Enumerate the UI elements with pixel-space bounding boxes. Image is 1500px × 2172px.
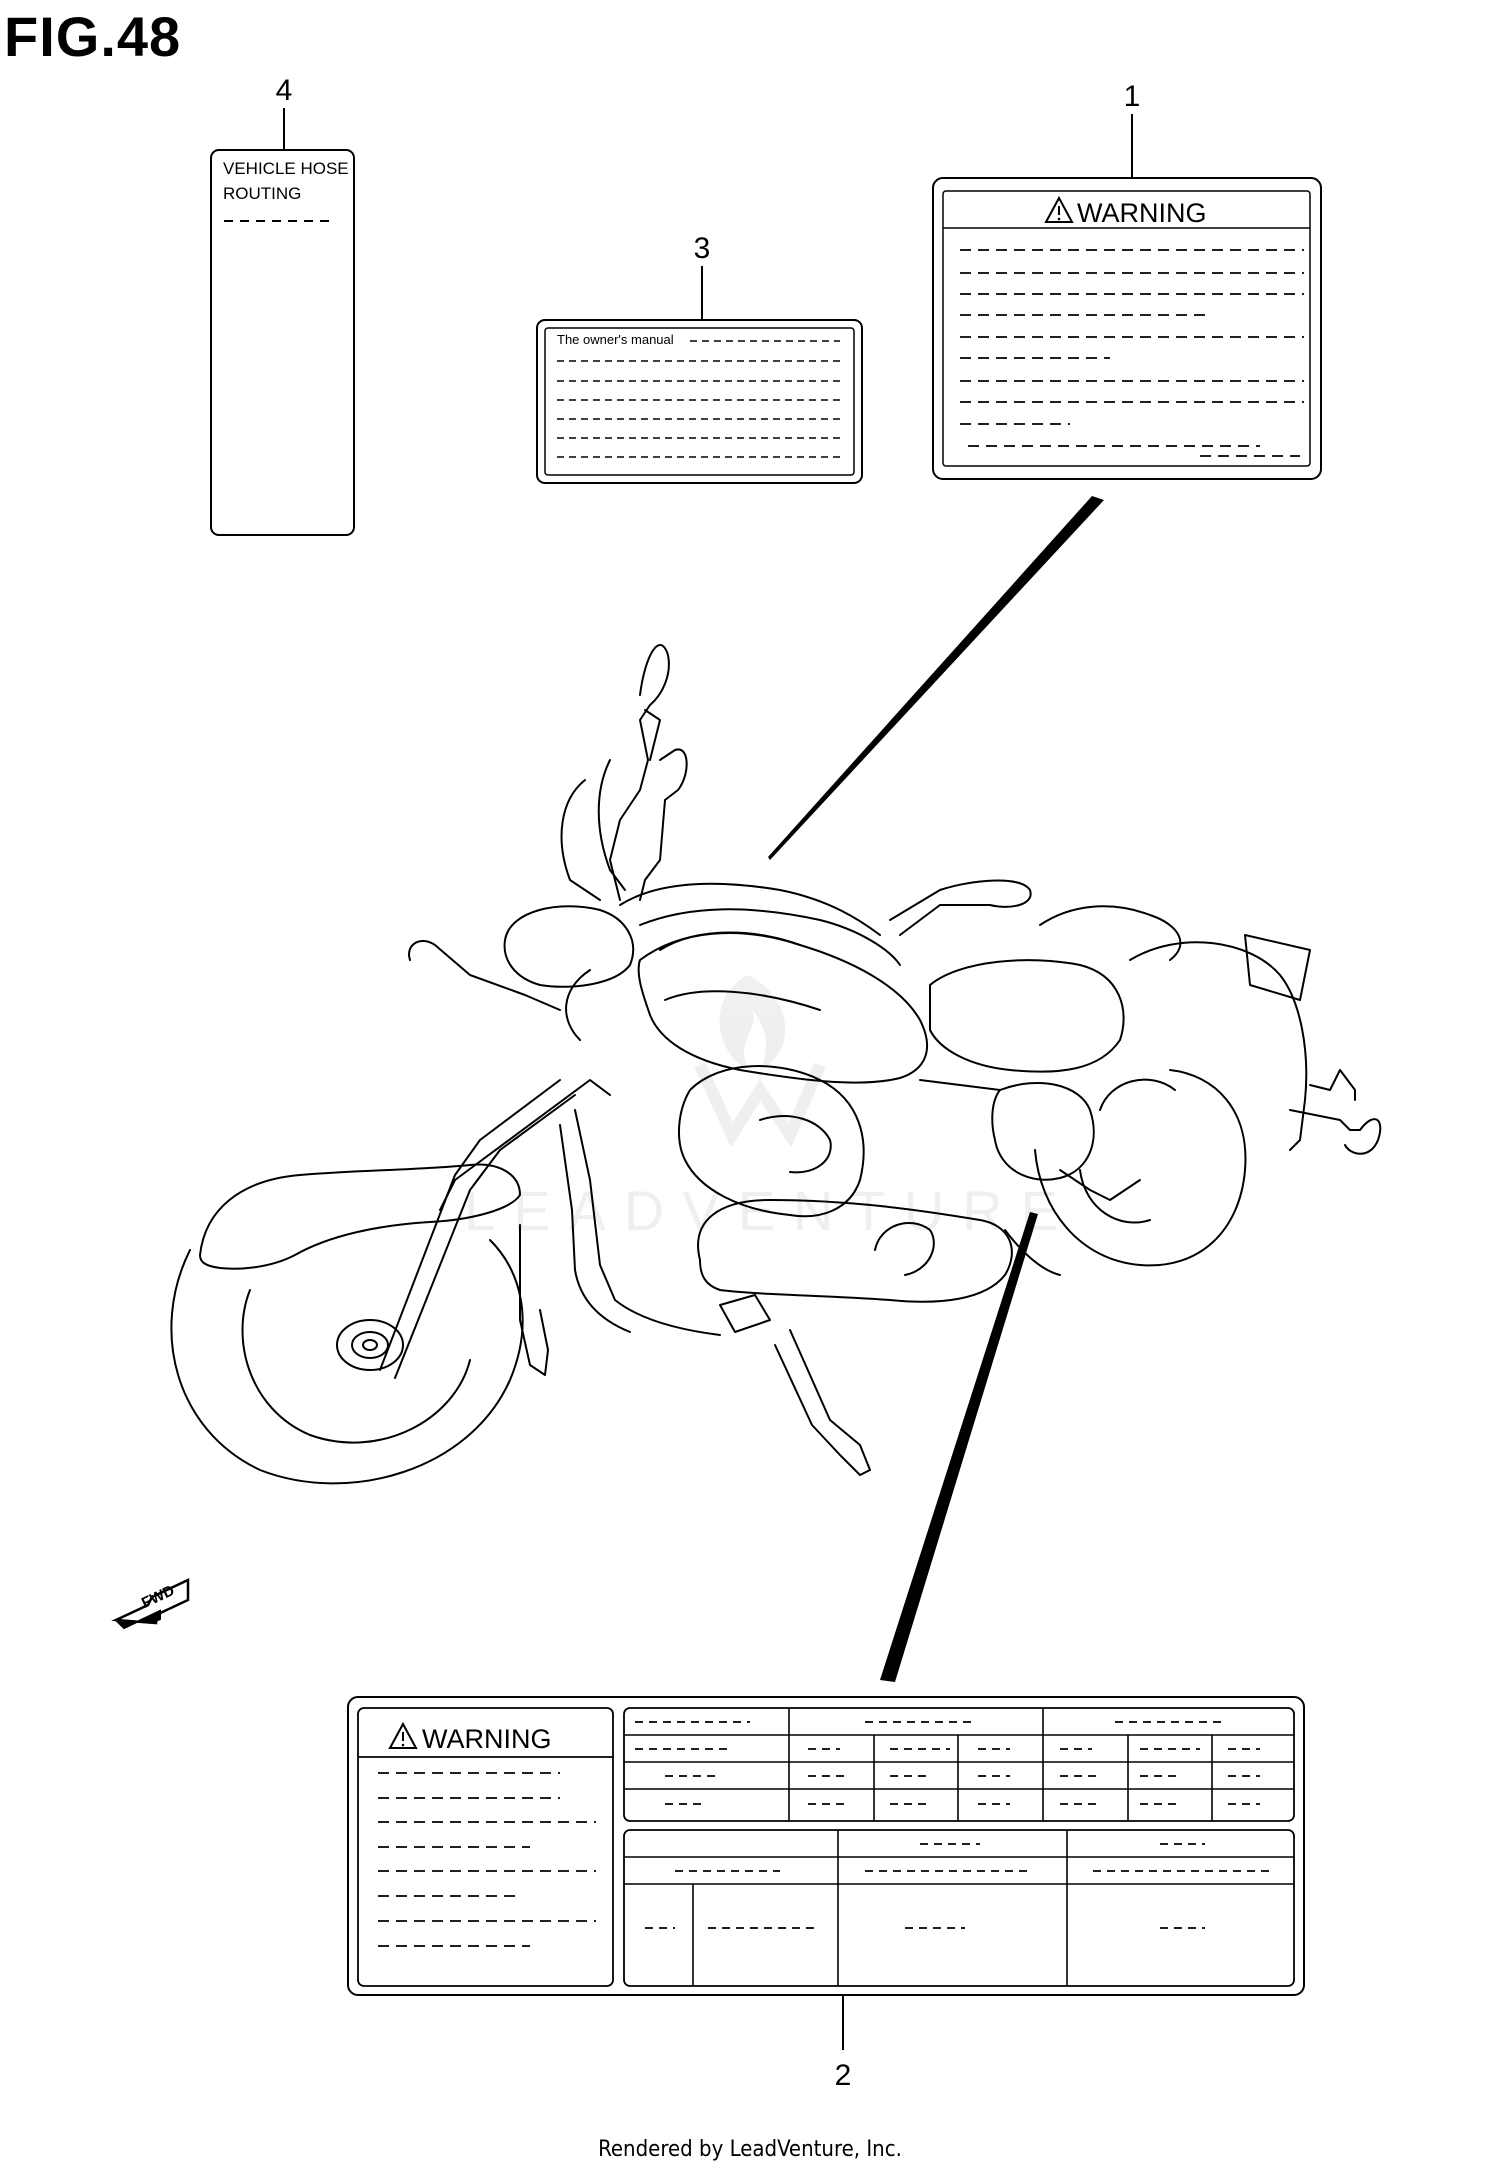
label-2-load-dashes (645, 1843, 1270, 1929)
label-4-outline (210, 149, 355, 536)
engine-rear-cylinder (991, 1082, 1095, 1181)
label-3-outer (536, 319, 863, 484)
callout-number-3: 3 (694, 232, 711, 265)
rear-fender (1129, 941, 1308, 1151)
label-3-inner (544, 327, 855, 476)
warning-triangle-icon (388, 1721, 418, 1749)
footer-credit: Rendered by LeadVenture, Inc. (598, 2137, 902, 2162)
label-1-dashes (960, 249, 1304, 457)
license-plate (1244, 934, 1311, 1001)
label-1-inner (942, 190, 1311, 467)
engine-cylinder (678, 1065, 865, 1218)
exhaust-cover (697, 1199, 1013, 1303)
handlebar-left (408, 940, 561, 1011)
label-2-warning-panel (357, 1707, 614, 1987)
callout-number-1: 1 (1124, 80, 1141, 113)
fuel-tank (637, 932, 929, 1084)
label-3-dashes (557, 340, 840, 458)
label-2-heading: WARNING (422, 1724, 552, 1754)
leader-label-1-to-tank (768, 496, 1104, 860)
label-1-heading: WARNING (1077, 198, 1207, 228)
motorcycle-illustration (170, 644, 1382, 1485)
label-4-line2: ROUTING (223, 184, 301, 203)
label-2-pressure-table (623, 1707, 1295, 1822)
figure-title: FIG.48 (4, 5, 182, 68)
label-warning-2[interactable]: WARNING (347, 1696, 1305, 1996)
callout-1[interactable]: 1 (1124, 80, 1141, 178)
callout-2[interactable]: 2 (835, 1995, 852, 2092)
rear-wheel (1034, 1069, 1247, 1267)
seat (929, 959, 1125, 1073)
callout-3[interactable]: 3 (694, 232, 711, 320)
label-2-warning-dashes (378, 1772, 596, 1947)
side-stand (774, 1329, 871, 1476)
label-3-text: The owner's manual (557, 332, 674, 347)
label-2-outer (347, 1696, 1305, 1996)
callout-number-2: 2 (835, 2059, 852, 2092)
label-1-outer (932, 177, 1322, 480)
label-vehicle-hose-routing[interactable]: VEHICLE HOSE ROUTING (210, 149, 355, 536)
footrest (719, 1294, 771, 1333)
watermark-text: LEADVENTURE (464, 1179, 1076, 1242)
callout-4[interactable]: 4 (276, 74, 293, 150)
front-fender (199, 1163, 521, 1270)
label-2-load-table (623, 1829, 1295, 1987)
front-fork-right (394, 1094, 576, 1379)
label-warning-1[interactable]: WARNING (932, 177, 1322, 480)
forward-direction-icon: FWD (111, 1578, 190, 1630)
headlight (503, 905, 635, 988)
callout-number-4: 4 (276, 74, 293, 107)
label-4-line1: VEHICLE HOSE (223, 159, 349, 178)
front-wheel (170, 1239, 524, 1485)
leader-body-to-label-2 (880, 1212, 1038, 1682)
front-fork-left (379, 1079, 561, 1371)
label-owners-manual[interactable]: The owner's manual (536, 319, 863, 484)
mirror-right (609, 644, 670, 901)
label-2-table-dashes (635, 1721, 1260, 1805)
warning-triangle-icon (1044, 195, 1074, 223)
